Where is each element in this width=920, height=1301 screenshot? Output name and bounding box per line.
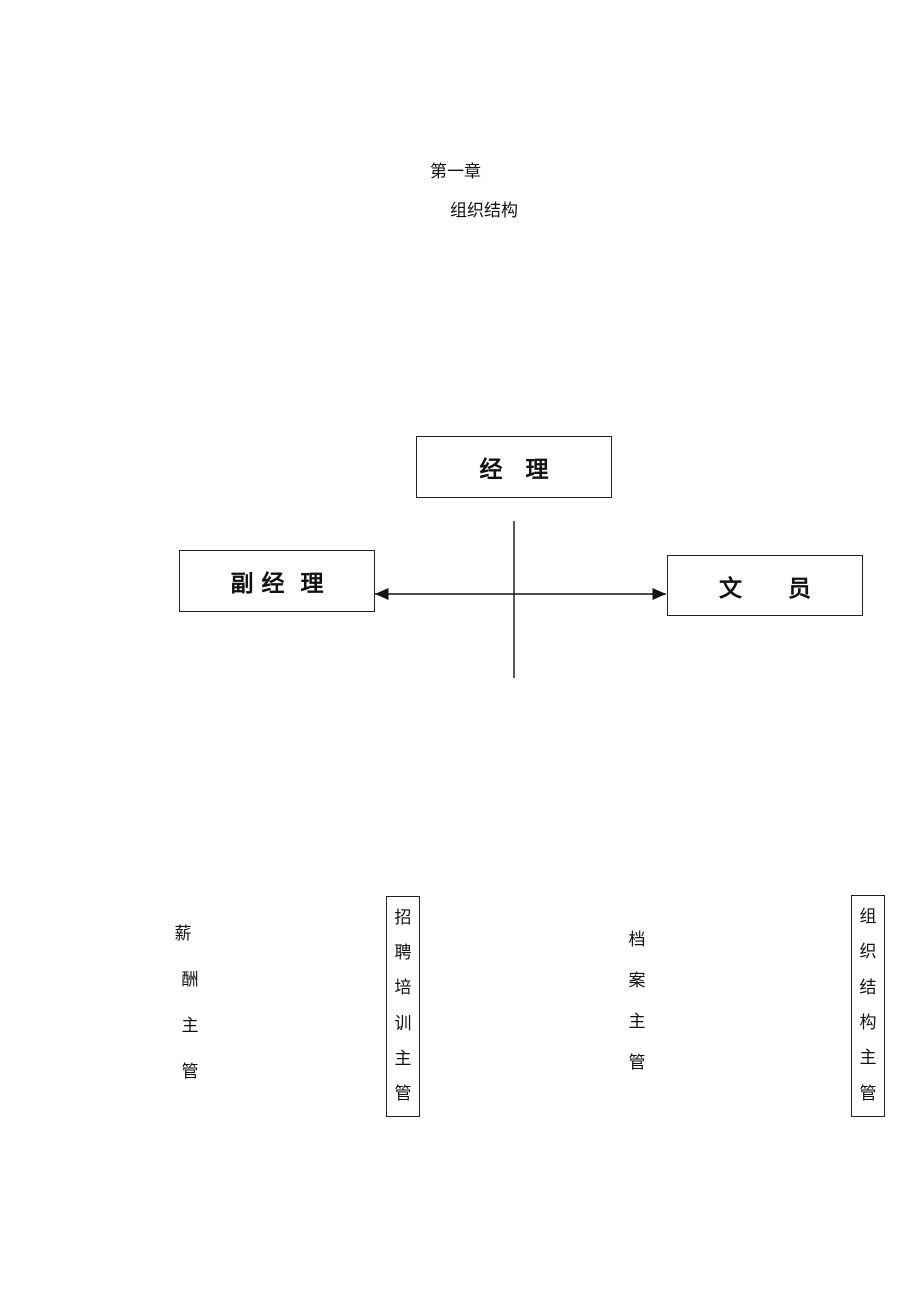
org-structure-supervisor-box: 组 织 结 构 主 管 xyxy=(851,895,885,1117)
char: 管 xyxy=(394,1083,412,1104)
char: 薪 xyxy=(174,924,192,944)
chapter-heading: 第一章 xyxy=(430,162,481,182)
char: 织 xyxy=(859,942,877,963)
char: 主 xyxy=(394,1048,412,1069)
recruitment-training-supervisor-box: 招 聘 培 训 主 管 xyxy=(386,896,420,1117)
char: 酬 xyxy=(181,970,199,990)
deputy-manager-box: 副 经 理 xyxy=(179,550,375,612)
char: 管 xyxy=(859,1083,877,1104)
manager-box: 经 理 xyxy=(416,436,612,498)
clerk-box: 文 员 xyxy=(667,555,863,616)
char: 案 xyxy=(628,971,646,991)
clerk-label: 文 员 xyxy=(719,575,811,602)
char: 训 xyxy=(394,1013,412,1034)
deputy-manager-label: 副 经 理 xyxy=(230,571,324,597)
char: 组 xyxy=(859,907,877,928)
char: 管 xyxy=(628,1053,646,1073)
char: 招 xyxy=(394,908,412,929)
char: 主 xyxy=(181,1016,199,1036)
char: 管 xyxy=(181,1062,199,1082)
char: 聘 xyxy=(394,943,412,964)
char: 培 xyxy=(394,978,412,999)
page-title: 组织结构 xyxy=(450,201,518,221)
char: 构 xyxy=(859,1013,877,1034)
char: 结 xyxy=(859,977,877,998)
char: 档 xyxy=(628,930,646,950)
salary-supervisor-label: 薪 酬 主 管 xyxy=(172,924,199,1110)
archive-supervisor-label: 档 案 主 管 xyxy=(626,932,648,1096)
manager-label: 经 理 xyxy=(479,457,549,483)
char: 主 xyxy=(859,1048,877,1069)
char: 主 xyxy=(628,1012,646,1032)
